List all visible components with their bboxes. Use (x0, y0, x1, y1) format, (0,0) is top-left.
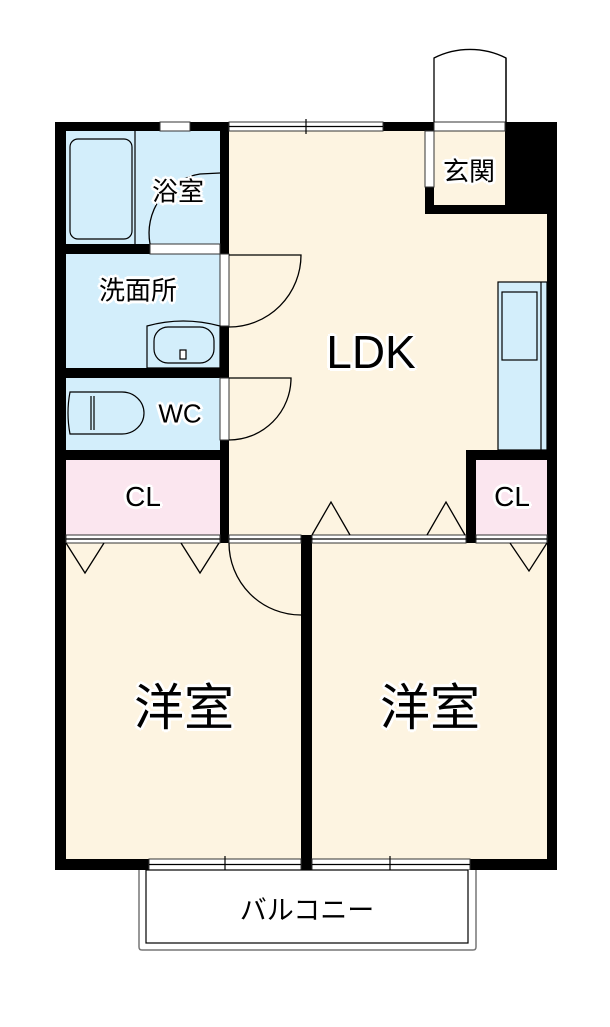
wall-between-rooms (301, 535, 312, 870)
closet-right-label: CL (494, 481, 530, 512)
bath-door-swing (148, 172, 221, 245)
bath-door-opening (149, 243, 221, 255)
western-room-right-label: 洋室 (380, 679, 480, 737)
washroom-label: 洗面所 (98, 276, 178, 307)
closet-left-label: CL (125, 481, 161, 512)
wall-closet-right-left (466, 450, 476, 543)
balcony-label: バルコニー (239, 895, 375, 927)
entrance-floor (434, 131, 506, 205)
entrance-door-swing (433, 48, 507, 122)
washroom-door-swing (228, 254, 302, 328)
wall-entrance-block (505, 122, 557, 214)
toilet-door-opening (219, 377, 230, 441)
western-room-left-label: 洋室 (134, 679, 234, 737)
balcony-outline (138, 869, 477, 951)
wall-left (55, 122, 66, 870)
toilet-icon (67, 391, 145, 435)
kitchen-sink-icon (497, 281, 548, 451)
wall-right (547, 205, 557, 870)
toilet-door-swing (228, 377, 292, 441)
toilet-label: WC (158, 398, 202, 429)
wall-bottom-right (470, 859, 557, 870)
bath-label: 浴室 (151, 177, 205, 208)
western-room-right-floor (312, 543, 547, 859)
western-room-left-floor (66, 543, 301, 859)
washroom-door-opening (219, 253, 230, 327)
western-left-door-swing (228, 542, 302, 616)
wall-closet-right-top (466, 450, 557, 460)
bath-window (159, 121, 191, 132)
entrance-label: 玄関 (442, 157, 496, 188)
sink-icon (146, 320, 221, 369)
ldk-label: LDK (326, 326, 416, 378)
closet-right-floor (476, 460, 547, 535)
entrance-door-opening (433, 121, 506, 132)
wall-top-mid (383, 122, 434, 131)
bathtub-icon (69, 138, 133, 240)
kitchen-counter (498, 282, 547, 450)
closet-left-floor (66, 460, 220, 535)
entrance-side-opening (424, 130, 435, 188)
wall-top-left (55, 122, 229, 131)
wall-entrance-bottom (425, 205, 505, 214)
wall-wet-column (220, 122, 229, 543)
wall-toilet-closet (66, 450, 229, 460)
wall-bath-washroom (66, 244, 150, 254)
wall-bottom-left (55, 859, 149, 870)
wall-washroom-toilet (66, 368, 229, 378)
